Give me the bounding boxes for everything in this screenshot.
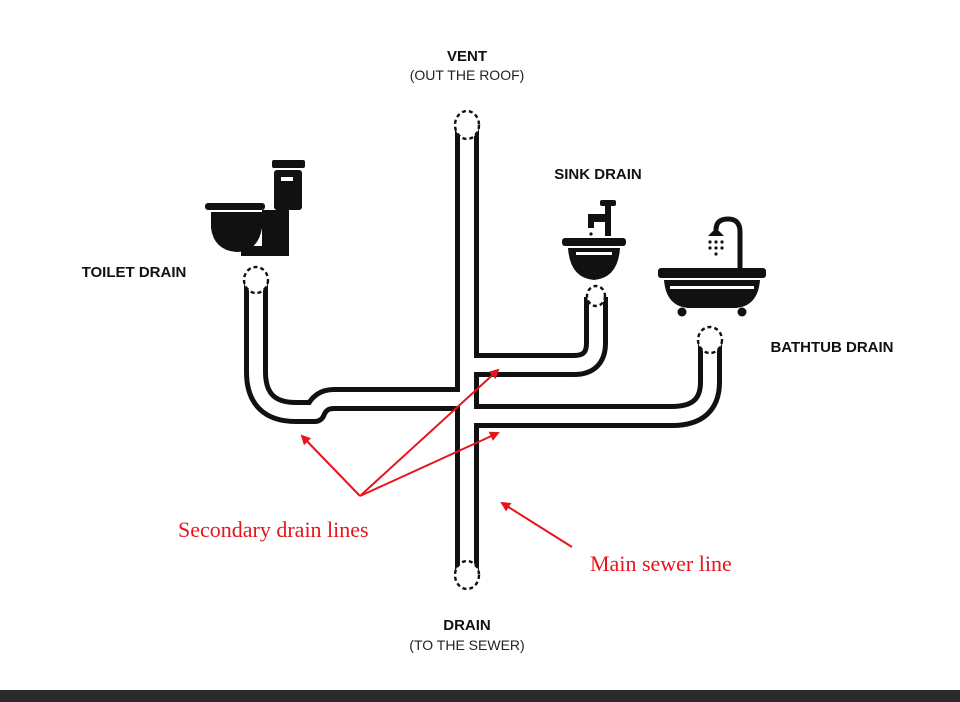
secondary-drain-annotation: Secondary drain lines xyxy=(178,517,369,542)
footer-bar xyxy=(0,690,960,702)
vent-opening xyxy=(453,109,481,141)
arrow-to-bathtub-line xyxy=(359,431,500,497)
toilet-opening xyxy=(242,265,270,295)
vent-label: VENT xyxy=(447,48,487,65)
sink-drain-label: SINK DRAIN xyxy=(554,166,642,183)
arrow-to-sink-line xyxy=(359,368,500,497)
sink-opening xyxy=(585,284,607,308)
main-sewer-annotation: Main sewer line xyxy=(590,551,732,576)
drain-label: DRAIN xyxy=(443,617,491,634)
vent-sublabel: (OUT THE ROOF) xyxy=(410,67,525,83)
toilet-icon xyxy=(205,160,305,256)
shower-head-icon xyxy=(708,216,743,268)
annotation-arrows xyxy=(300,368,573,548)
bathtub-drain-label: BATHTUB DRAIN xyxy=(770,339,893,356)
sink-line-outline xyxy=(467,297,608,377)
sink-icon xyxy=(562,200,626,280)
bathtub-icon xyxy=(658,268,766,317)
bathtub-opening xyxy=(696,325,724,355)
arrow-to-main-line xyxy=(500,501,573,548)
pipe-network xyxy=(242,109,724,591)
toilet-drain-label: TOILET DRAIN xyxy=(82,264,187,281)
drain-opening xyxy=(453,559,481,591)
arrow-to-toilet-line xyxy=(300,434,361,497)
drain-sublabel: (TO THE SEWER) xyxy=(409,637,524,653)
